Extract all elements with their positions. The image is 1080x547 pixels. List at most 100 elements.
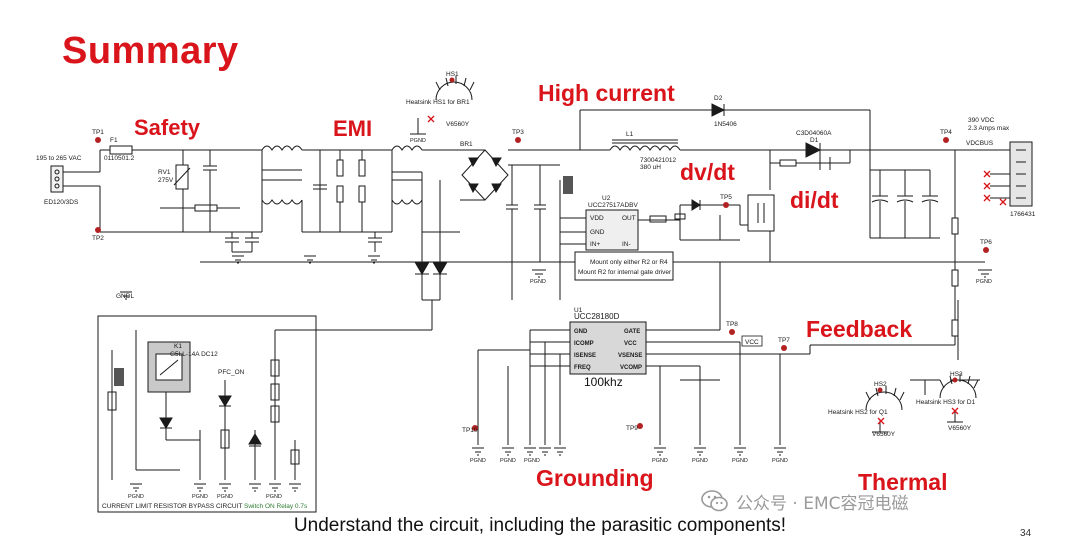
choke-l2 <box>391 145 423 151</box>
pgnd-label: PGND <box>524 458 540 464</box>
mount-note-line-2: Mount R2 for internal gate driver <box>578 269 672 276</box>
test-point-tp4 <box>943 137 949 143</box>
l1-value: 380 uH <box>640 164 661 171</box>
test-point-tp7 <box>781 345 787 351</box>
relay-part: G5LL-14A DC12 <box>170 351 218 358</box>
pgnd-label: PGND <box>192 494 208 500</box>
hs2-part: V6560Y <box>872 431 896 438</box>
hs3-part: V6560Y <box>948 425 972 432</box>
u1-pin-vsense: VSENSE <box>618 353 642 359</box>
pgnd-label: PGND <box>266 494 282 500</box>
u2-pin-out: OUT <box>622 215 636 222</box>
heatsink-hs2 <box>865 391 903 411</box>
u1-ref: U1 <box>574 307 583 314</box>
mosfet-q1 <box>747 194 775 232</box>
tp5-label: TP5 <box>720 194 732 201</box>
tp10-label: TP10 <box>462 427 478 434</box>
u1-pin-freq: FREQ <box>574 365 591 371</box>
vcc-label-box <box>741 335 763 347</box>
bypass-circuit-box <box>97 315 317 513</box>
boost-inductor-l1 <box>609 145 681 151</box>
gate-driver-u2 <box>585 209 639 251</box>
input-connector-label: ED120/3DS <box>44 199 79 206</box>
diode-d10 <box>159 417 173 429</box>
pgnd-label: PGND <box>217 494 233 500</box>
bypass-note: CURRENT LIMIT RESISTOR BYPASS CIRCUIT <box>102 503 242 510</box>
pfc-on-label: PFC_ON <box>218 369 245 376</box>
switch-note: Switch ON Relay 0.7s <box>244 503 308 510</box>
wechat-icon <box>701 490 728 512</box>
heatsink-part-hs1: V6560Y <box>446 121 470 128</box>
heatsink-hs3 <box>939 379 977 399</box>
output-voltage: 390 VDC <box>968 117 995 124</box>
l1-ref: L1 <box>626 131 634 138</box>
frequency-label: 100khz <box>584 375 623 389</box>
bridge-label: BR1 <box>460 141 473 148</box>
pgnd-label: PGND <box>652 458 668 464</box>
test-point-tp2 <box>95 227 101 233</box>
pgnd-label: PGND <box>470 458 486 464</box>
heatsink-hs1 <box>435 81 473 101</box>
test-point-tp5 <box>723 202 729 208</box>
u2-pin-in-minus: IN- <box>622 241 631 248</box>
fuse-ref: F1 <box>110 137 118 144</box>
test-point-tp10 <box>472 425 478 431</box>
output-current: 2.3 Amps max <box>968 125 1010 132</box>
choke-l3 <box>261 145 303 151</box>
callout-di-dt: di/dt <box>790 187 839 213</box>
diode-d6 <box>414 261 430 275</box>
u1-part: UCC28180D <box>574 312 620 321</box>
pfc-controller-u1 <box>569 321 647 375</box>
callout-emi: EMI <box>333 116 373 141</box>
l1-part: 7300421012 <box>640 157 677 164</box>
callout-dv-dt: dv/dt <box>680 159 735 185</box>
test-point-tp9 <box>637 423 643 429</box>
vcc-label: VCC <box>745 339 759 346</box>
watermark: 公众号 · EMC容冠电磁 <box>700 486 909 516</box>
tp1-label: TP1 <box>92 129 104 136</box>
d2-part: 1N5406 <box>714 121 737 128</box>
tp8-label: TP8 <box>726 321 738 328</box>
thermistor-block <box>563 176 573 194</box>
tp6-label: TP6 <box>980 239 992 246</box>
pgnd-label: PGND <box>772 458 788 464</box>
u1-pin-gate: GATE <box>624 329 640 335</box>
u2-ref: U2 <box>602 195 611 202</box>
heatsink-hs3-label: Heatsink HS3 for D1 <box>916 399 976 406</box>
callout-high-current: High current <box>538 80 675 106</box>
u1-pin-vcc: VCC <box>624 341 637 347</box>
hs3-label: HS3 <box>950 371 963 378</box>
slide-title: Summary <box>62 30 239 72</box>
page-number: 34 <box>1020 528 1032 539</box>
pgnd-label: PGND <box>976 279 992 285</box>
fuse-f1 <box>109 145 133 155</box>
mount-note-line-1: Mount only either R2 or R4 <box>590 259 668 266</box>
tp3-label: TP3 <box>512 129 524 136</box>
heatsink-hs2-label: Heatsink HS2 for Q1 <box>828 409 888 416</box>
input-connector <box>50 165 64 193</box>
relay-ref: K1 <box>174 343 182 350</box>
pgnd-label: PGND <box>128 494 144 500</box>
d1-ref: D1 <box>810 137 819 144</box>
diode-d7 <box>432 261 448 275</box>
d1-part: C3D04060A <box>796 130 832 137</box>
pgnd-label: PGND <box>692 458 708 464</box>
watermark-text: 公众号 · EMC容冠电磁 <box>736 493 909 514</box>
u2-part: UCC27517ADBV <box>588 202 639 209</box>
output-net: VDCBUS <box>966 140 994 147</box>
diode-d2 <box>711 103 726 117</box>
input-range-label: 195 to 265 VAC <box>36 155 82 162</box>
test-point-tp6 <box>983 247 989 253</box>
test-point-tp3 <box>515 137 521 143</box>
tp4-label: TP4 <box>940 129 952 136</box>
heatsink-br1-label: Heatsink HS1 for BR1 <box>406 99 470 106</box>
tp9-label: TP9 <box>626 425 638 432</box>
pgnd-label: PGND <box>500 458 516 464</box>
pgnd-label: PGND <box>530 279 546 285</box>
tp7-label: TP7 <box>778 337 790 344</box>
test-point-tp1 <box>95 137 101 143</box>
u2-pin-in-plus: IN+ <box>590 241 601 248</box>
pgnd-label: PGND <box>732 458 748 464</box>
